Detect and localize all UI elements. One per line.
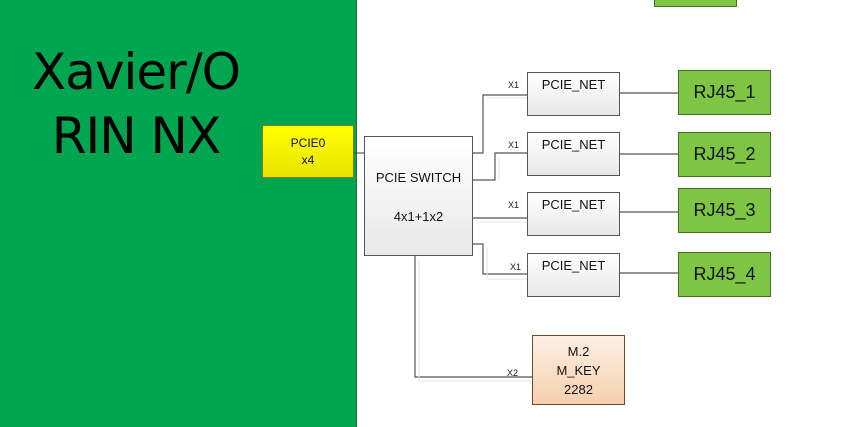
pcie-switch: PCIE SWITCH 4x1+1x2 [364, 136, 473, 256]
pcie-net-label: PCIE_NET [541, 137, 606, 152]
pcie0-width: x4 [301, 153, 315, 167]
pcie0-label: PCIE0 [290, 136, 326, 150]
pcie-net-label: PCIE_NET [541, 197, 606, 212]
wire-switch-m2 [414, 256, 532, 378]
lane-label-1: X1 [508, 80, 520, 90]
lane-label-3: X1 [508, 200, 520, 210]
pcie-net-label: PCIE_NET [541, 258, 606, 273]
module-title-line2: RIN NX [51, 107, 221, 165]
pcie-net-2: PCIE_NET [527, 132, 620, 176]
rj45-1: RJ45_1 [678, 70, 771, 115]
partial-green-block [654, 0, 737, 7]
wire-switch-net4 [473, 243, 527, 275]
m2-line2: M_KEY [556, 363, 601, 378]
lane-label-2: X1 [508, 140, 520, 150]
m2-line3: 2282 [564, 382, 593, 397]
wire-switch-net1 [473, 94, 527, 154]
rj45-2: RJ45_2 [678, 132, 771, 177]
module-title: Xavier/O RIN NX [0, 40, 272, 168]
m2-slot: M.2 M_KEY 2282 [532, 335, 625, 405]
wire-switch-net2 [473, 152, 527, 181]
pcie-net-3: PCIE_NET [527, 192, 620, 236]
m2-line1: M.2 [567, 344, 590, 359]
pcie-net-4: PCIE_NET [527, 253, 620, 297]
rj45-4: RJ45_4 [678, 252, 771, 297]
switch-label: PCIE SWITCH [375, 170, 462, 185]
lane-label-4: X1 [510, 262, 522, 272]
pcie-net-label: PCIE_NET [541, 77, 606, 92]
lane-label-m2: X2 [507, 368, 519, 378]
switch-config: 4x1+1x2 [393, 209, 444, 224]
pcie0-port: PCIE0 x4 [262, 125, 354, 178]
xavier-orin-nx-module: Xavier/O RIN NX [0, 0, 357, 427]
module-title-line1: Xavier/O [32, 43, 241, 101]
pcie-net-1: PCIE_NET [527, 72, 620, 116]
rj45-3: RJ45_3 [678, 188, 771, 233]
